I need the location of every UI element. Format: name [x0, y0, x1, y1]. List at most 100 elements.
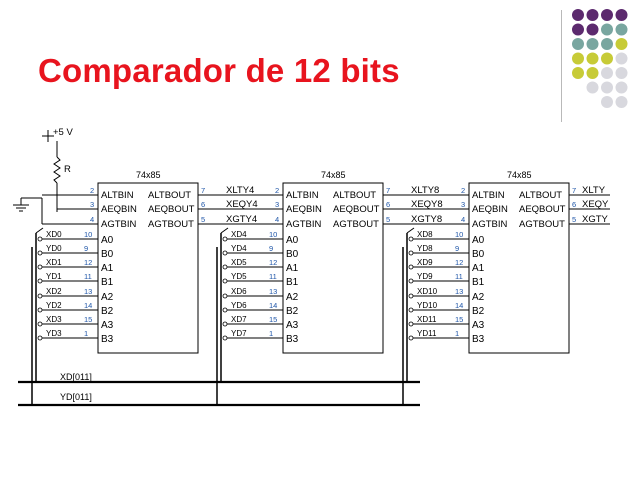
bus-tap: [408, 307, 414, 313]
chip-data-pin-label: A3: [472, 320, 485, 331]
chip-pin-label: AEQBIN: [472, 204, 508, 215]
pin-number: 12: [84, 258, 92, 267]
signal-label: YD0: [46, 244, 62, 253]
pin-number: 9: [455, 244, 459, 253]
chip-body: [468, 182, 570, 354]
supply-label: +5 V: [53, 127, 73, 138]
pin-number: 6: [386, 200, 390, 209]
output-net-label: XEQY: [582, 199, 609, 210]
yd-bus-label: YD[011]: [60, 392, 92, 402]
decor-dot: [586, 38, 599, 50]
chip-pin-label: ALTBIN: [286, 190, 319, 201]
pin-number: 12: [269, 258, 277, 267]
chip-pin-label: AEQBOUT: [148, 204, 195, 215]
chip-data-pin-label: B1: [101, 277, 114, 288]
bus-entry: [220, 227, 229, 234]
bus-tap: [222, 264, 228, 270]
chip-body: [97, 182, 199, 354]
chip-pin-label: AEQBIN: [286, 204, 322, 215]
decor-dot: [586, 67, 599, 79]
pin-number: 14: [455, 301, 463, 310]
pullup-resistor: R: [53, 156, 71, 212]
chip-pin-label: ALTBOUT: [519, 190, 562, 201]
pin-number: 2: [275, 186, 279, 195]
chip-pin-label: AGTBIN: [101, 219, 137, 230]
bus-tap: [37, 278, 43, 284]
bus-tap: [408, 250, 414, 256]
bus-tap: [37, 264, 43, 270]
bus-tap: [222, 321, 228, 327]
signal-label: YD11: [417, 329, 437, 338]
chip-data-pin-label: A2: [101, 292, 114, 303]
bus-tap: [222, 293, 228, 299]
pin-number: 4: [90, 215, 94, 224]
chip-name: 74x85: [507, 170, 532, 180]
chip-pin-label: AGTBIN: [286, 219, 322, 230]
signal-label: YD5: [231, 272, 247, 281]
decor-dot: [601, 52, 613, 65]
decor-dot: [601, 9, 613, 21]
bus-tap: [37, 250, 43, 256]
bus-tap: [37, 293, 43, 299]
chip-data-pin-label: A0: [472, 235, 485, 246]
pin-number: 4: [275, 215, 279, 224]
signal-label: XD1: [46, 258, 62, 267]
pin-number: 3: [275, 200, 279, 209]
chip-pin-label: AEQBOUT: [519, 204, 566, 215]
pin-number: 11: [455, 272, 463, 281]
bus-tap: [408, 236, 414, 242]
pin-number: 9: [84, 244, 88, 253]
chip-pin-label: AGTBOUT: [519, 219, 565, 230]
pin-number: 13: [269, 287, 277, 296]
pin-number: 9: [269, 244, 273, 253]
pin-number: 7: [572, 186, 576, 195]
signal-label: XD0: [46, 230, 62, 239]
bus-tap: [37, 335, 43, 341]
decor-dot: [615, 67, 628, 79]
chip-data-pin-label: A3: [286, 320, 299, 331]
decor-dot: [615, 81, 628, 94]
signal-label: XD8: [417, 230, 433, 239]
signal-label: YD10: [417, 301, 438, 310]
pin-number: 2: [90, 186, 94, 195]
pin-number: 10: [455, 230, 463, 239]
pin-number: 5: [201, 215, 205, 224]
pin-number: 7: [201, 186, 205, 195]
chip-data-pin-label: B1: [472, 277, 485, 288]
cascade-net-label: XEQY4: [226, 199, 258, 210]
cascade-net-label: XLTY8: [411, 185, 439, 196]
pin-number: 13: [455, 287, 463, 296]
decor-dot: [601, 81, 613, 94]
chip-data-pin-label: B0: [286, 249, 299, 260]
pin-number: 11: [269, 272, 277, 281]
bus-tap: [222, 335, 228, 341]
signal-label: XD11: [417, 315, 437, 324]
pin-number: 15: [455, 315, 463, 324]
chip-data-pin-label: B2: [472, 306, 485, 317]
decor-dot: [572, 9, 584, 21]
pin-number: 13: [84, 287, 92, 296]
pin-number: 6: [201, 200, 205, 209]
signal-label: XD4: [231, 230, 247, 239]
pin-number: 10: [84, 230, 92, 239]
chip-pin-label: ALTBOUT: [333, 190, 376, 201]
chip-body: [282, 182, 384, 354]
signal-label: XD2: [46, 287, 62, 296]
signal-label: YD8: [417, 244, 433, 253]
signal-label: XD3: [46, 315, 62, 324]
chip-data-pin-label: B2: [286, 306, 299, 317]
pin-number: 5: [386, 215, 390, 224]
cascade-net-label: XGTY8: [411, 214, 442, 225]
chip-data-pin-label: B0: [101, 249, 114, 260]
decor-dot: [572, 52, 584, 65]
signal-label: XD10: [417, 287, 438, 296]
pin-number: 5: [572, 215, 576, 224]
bus-tap: [37, 321, 43, 327]
pin-number: 4: [461, 215, 465, 224]
pin-number: 1: [455, 329, 459, 338]
chip-pin-label: ALTBIN: [472, 190, 505, 201]
bus-tap: [37, 236, 43, 242]
pin-number: 15: [269, 315, 277, 324]
